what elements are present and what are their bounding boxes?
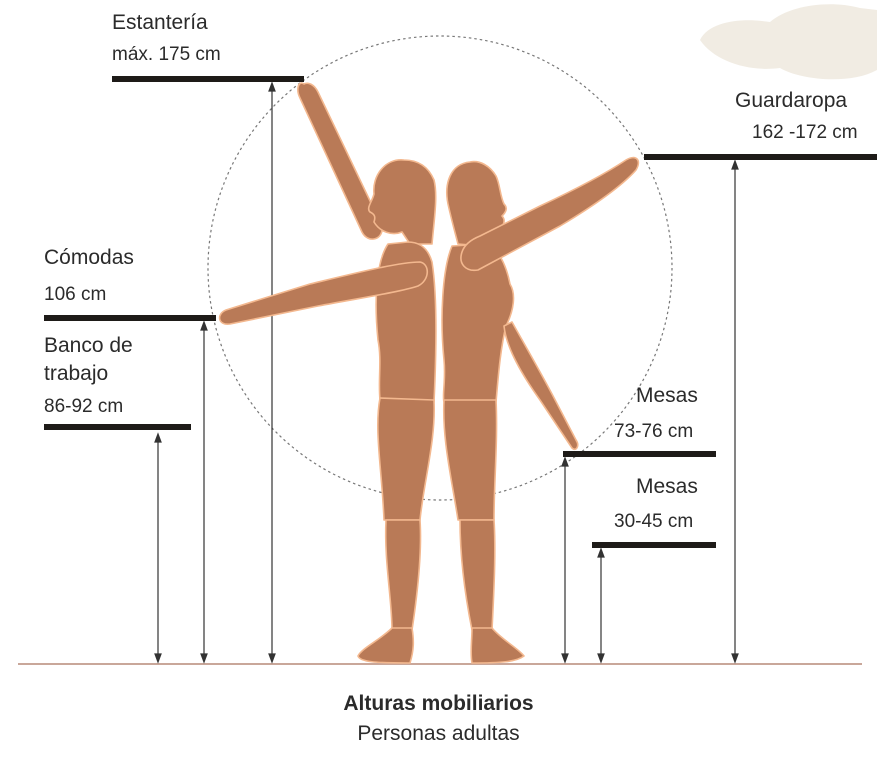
bench-label-line2: trabajo [44, 362, 109, 385]
right-figure-raised-arm [460, 156, 640, 272]
reach-circle [207, 35, 673, 501]
wardrobe-height-arrow [731, 159, 739, 664]
table-low-label: Mesas [636, 475, 698, 498]
table-high-height-arrow [561, 456, 569, 664]
table-low-value: 30-45 cm [614, 511, 694, 532]
bench-label-line1: Banco de [44, 334, 133, 357]
wardrobe-value: 162 -172 cm [752, 122, 858, 143]
right-figure-lower-leg [459, 519, 496, 631]
bench-value: 86-92 cm [44, 396, 124, 417]
right-figure-torso [441, 243, 515, 403]
human-figures [218, 82, 640, 664]
wardrobe-label: Guardaropa [735, 89, 848, 112]
right-figure [441, 156, 640, 664]
left-figure-thigh [377, 397, 436, 521]
dresser-height-arrow [200, 320, 208, 664]
left-figure-foot [357, 627, 415, 664]
dresser-value: 106 cm [44, 284, 107, 305]
left-figure [218, 82, 437, 664]
table-high-label: Mesas [636, 384, 698, 407]
left-figure-raised-arm [297, 82, 383, 240]
dresser-label: Cómodas [44, 246, 134, 269]
caption-title: Alturas mobiliarios [343, 692, 534, 715]
right-figure-foot [470, 627, 525, 664]
right-figure-thigh [442, 399, 498, 521]
dimension-arrows [154, 81, 739, 664]
furniture-bars [44, 76, 877, 548]
left-figure-head [367, 159, 437, 245]
left-figure-horizontal-arm [218, 261, 429, 325]
left-figure-lower-leg [384, 519, 422, 631]
bench-height-arrow [154, 432, 162, 664]
shelf-value: máx. 175 cm [112, 44, 221, 65]
table-high-value: 73-76 cm [614, 421, 694, 442]
table-low-height-arrow [597, 547, 605, 664]
decorative-cloud [700, 4, 877, 80]
shelf-height-arrow [268, 81, 276, 664]
shelf-label: Estantería [112, 11, 208, 34]
right-figure-lowered-arm [503, 321, 579, 451]
caption-subtitle: Personas adultas [357, 722, 520, 745]
